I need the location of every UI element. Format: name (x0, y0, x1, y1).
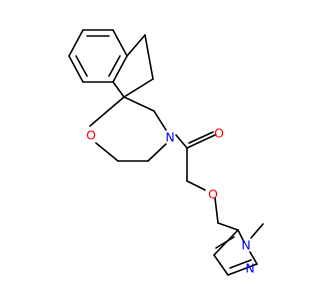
bond (227, 263, 258, 276)
pyrazole-ring (213, 222, 264, 276)
bond (68, 55, 84, 83)
bond (144, 34, 154, 80)
bond (215, 236, 235, 249)
bond (89, 96, 125, 127)
morpholine-nitrogen-label: N (165, 130, 174, 145)
morpholine-oxygen-label: O (86, 128, 96, 143)
carbonyl-oxygen-label: O (214, 126, 224, 141)
bond (123, 78, 154, 98)
bond (229, 259, 252, 269)
ether-oxygen-label: O (208, 187, 218, 202)
bond (112, 81, 125, 98)
bond (112, 29, 128, 57)
morpholine-ring (89, 96, 167, 162)
bond (123, 96, 155, 112)
bond (126, 34, 146, 57)
bond (147, 143, 167, 162)
bond (112, 55, 128, 83)
bond (237, 229, 245, 243)
bond (217, 222, 239, 231)
bond (175, 134, 188, 149)
atom-labels: O N O O N N (86, 126, 255, 276)
bond (213, 254, 229, 276)
bond (186, 134, 216, 149)
indane-ring (68, 29, 154, 98)
bond (68, 29, 84, 57)
pyrazole-methyl-nitrogen-label: N (241, 238, 250, 253)
bond (153, 110, 167, 131)
bond (214, 197, 219, 224)
pyrazole-nitrogen-label: N (245, 261, 254, 276)
bond (75, 55, 88, 77)
chemical-structure-drawing: O N O O N N (68, 29, 264, 276)
bond (249, 251, 258, 265)
acyl-linker (175, 131, 219, 224)
bond (108, 55, 121, 77)
bond (95, 142, 119, 162)
bond (186, 180, 206, 191)
bond (250, 223, 264, 239)
bond (188, 131, 214, 144)
